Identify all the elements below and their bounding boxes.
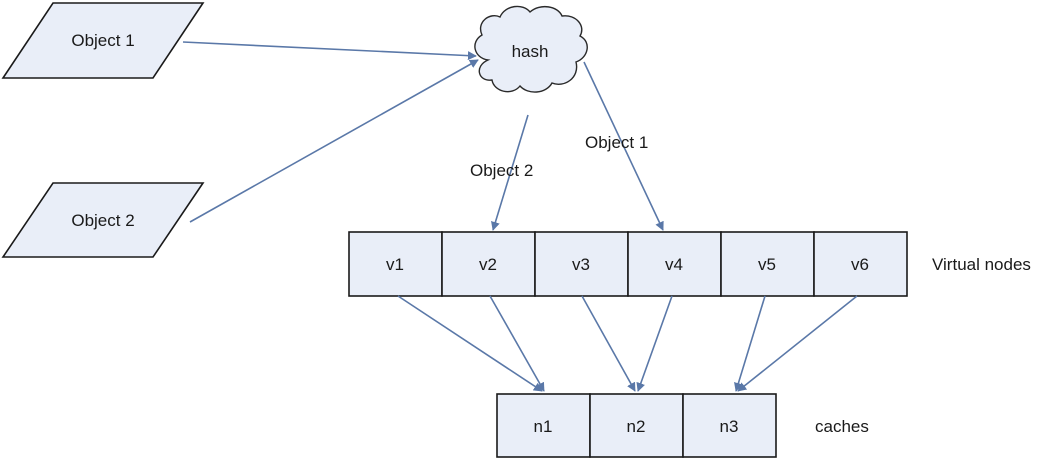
virtual-node: v3 [534,231,629,297]
object-2-to-hash-arrow [189,59,479,223]
v4-to-n2-arrow [636,295,673,392]
v3-to-n2-arrow [581,295,636,392]
virtual-node-box [813,231,908,297]
cloud-icon [474,5,588,93]
v5-to-n3-arrow [734,295,766,392]
virtual-node-box [627,231,722,297]
object-2-label: Object 2 [71,211,134,230]
cache-label: n2 [627,417,646,436]
virtual-node-label: v3 [572,255,590,274]
hash-to-v4-arrow [583,61,664,231]
cache-node: n3 [682,393,777,458]
virtual-node-label: v1 [386,255,404,274]
hash-node: hash [474,5,588,93]
virtual-node-box [441,231,536,297]
cache-node: n2 [589,393,684,458]
virtual-node-box [534,231,629,297]
object-2-shape [1,182,205,258]
virtual-nodes-row: v1 v2 v3 v4 v5 v6 [348,231,908,297]
hash-to-v2-arrow [491,114,529,231]
virtual-node-label: v6 [851,255,869,274]
virtual-node: v5 [720,231,815,297]
object-1-to-hash-arrow [182,41,477,61]
virtual-node-box [720,231,815,297]
virtual-node: v2 [441,231,536,297]
object-1-label: Object 1 [71,31,134,50]
virtual-node: v1 [348,231,443,297]
virtual-node: v6 [813,231,908,297]
caches-row: n1 n2 n3 [496,393,777,458]
caches-label: caches [815,417,869,436]
virtual-node-label: v4 [665,255,683,274]
virtual-node: v4 [627,231,722,297]
object-1-shape [1,2,205,79]
hash-label: hash [512,42,549,61]
v6-to-n3-arrow [737,295,858,392]
object-2-node: Object 2 [1,182,205,258]
cache-label: n3 [720,417,739,436]
virtual-nodes-label: Virtual nodes [932,255,1031,274]
cache-box [496,393,591,458]
virtual-node-label: v2 [479,255,497,274]
edge-label-object-1: Object 1 [585,133,648,152]
object-1-node: Object 1 [1,2,205,79]
v1-to-n1-arrow [397,295,543,392]
edge-label-object-2: Object 2 [470,161,533,180]
v2-to-n1-arrow [489,295,545,392]
cache-box [682,393,777,458]
cache-label: n1 [534,417,553,436]
cache-box [589,393,684,458]
cache-node: n1 [496,393,591,458]
virtual-node-label: v5 [758,255,776,274]
